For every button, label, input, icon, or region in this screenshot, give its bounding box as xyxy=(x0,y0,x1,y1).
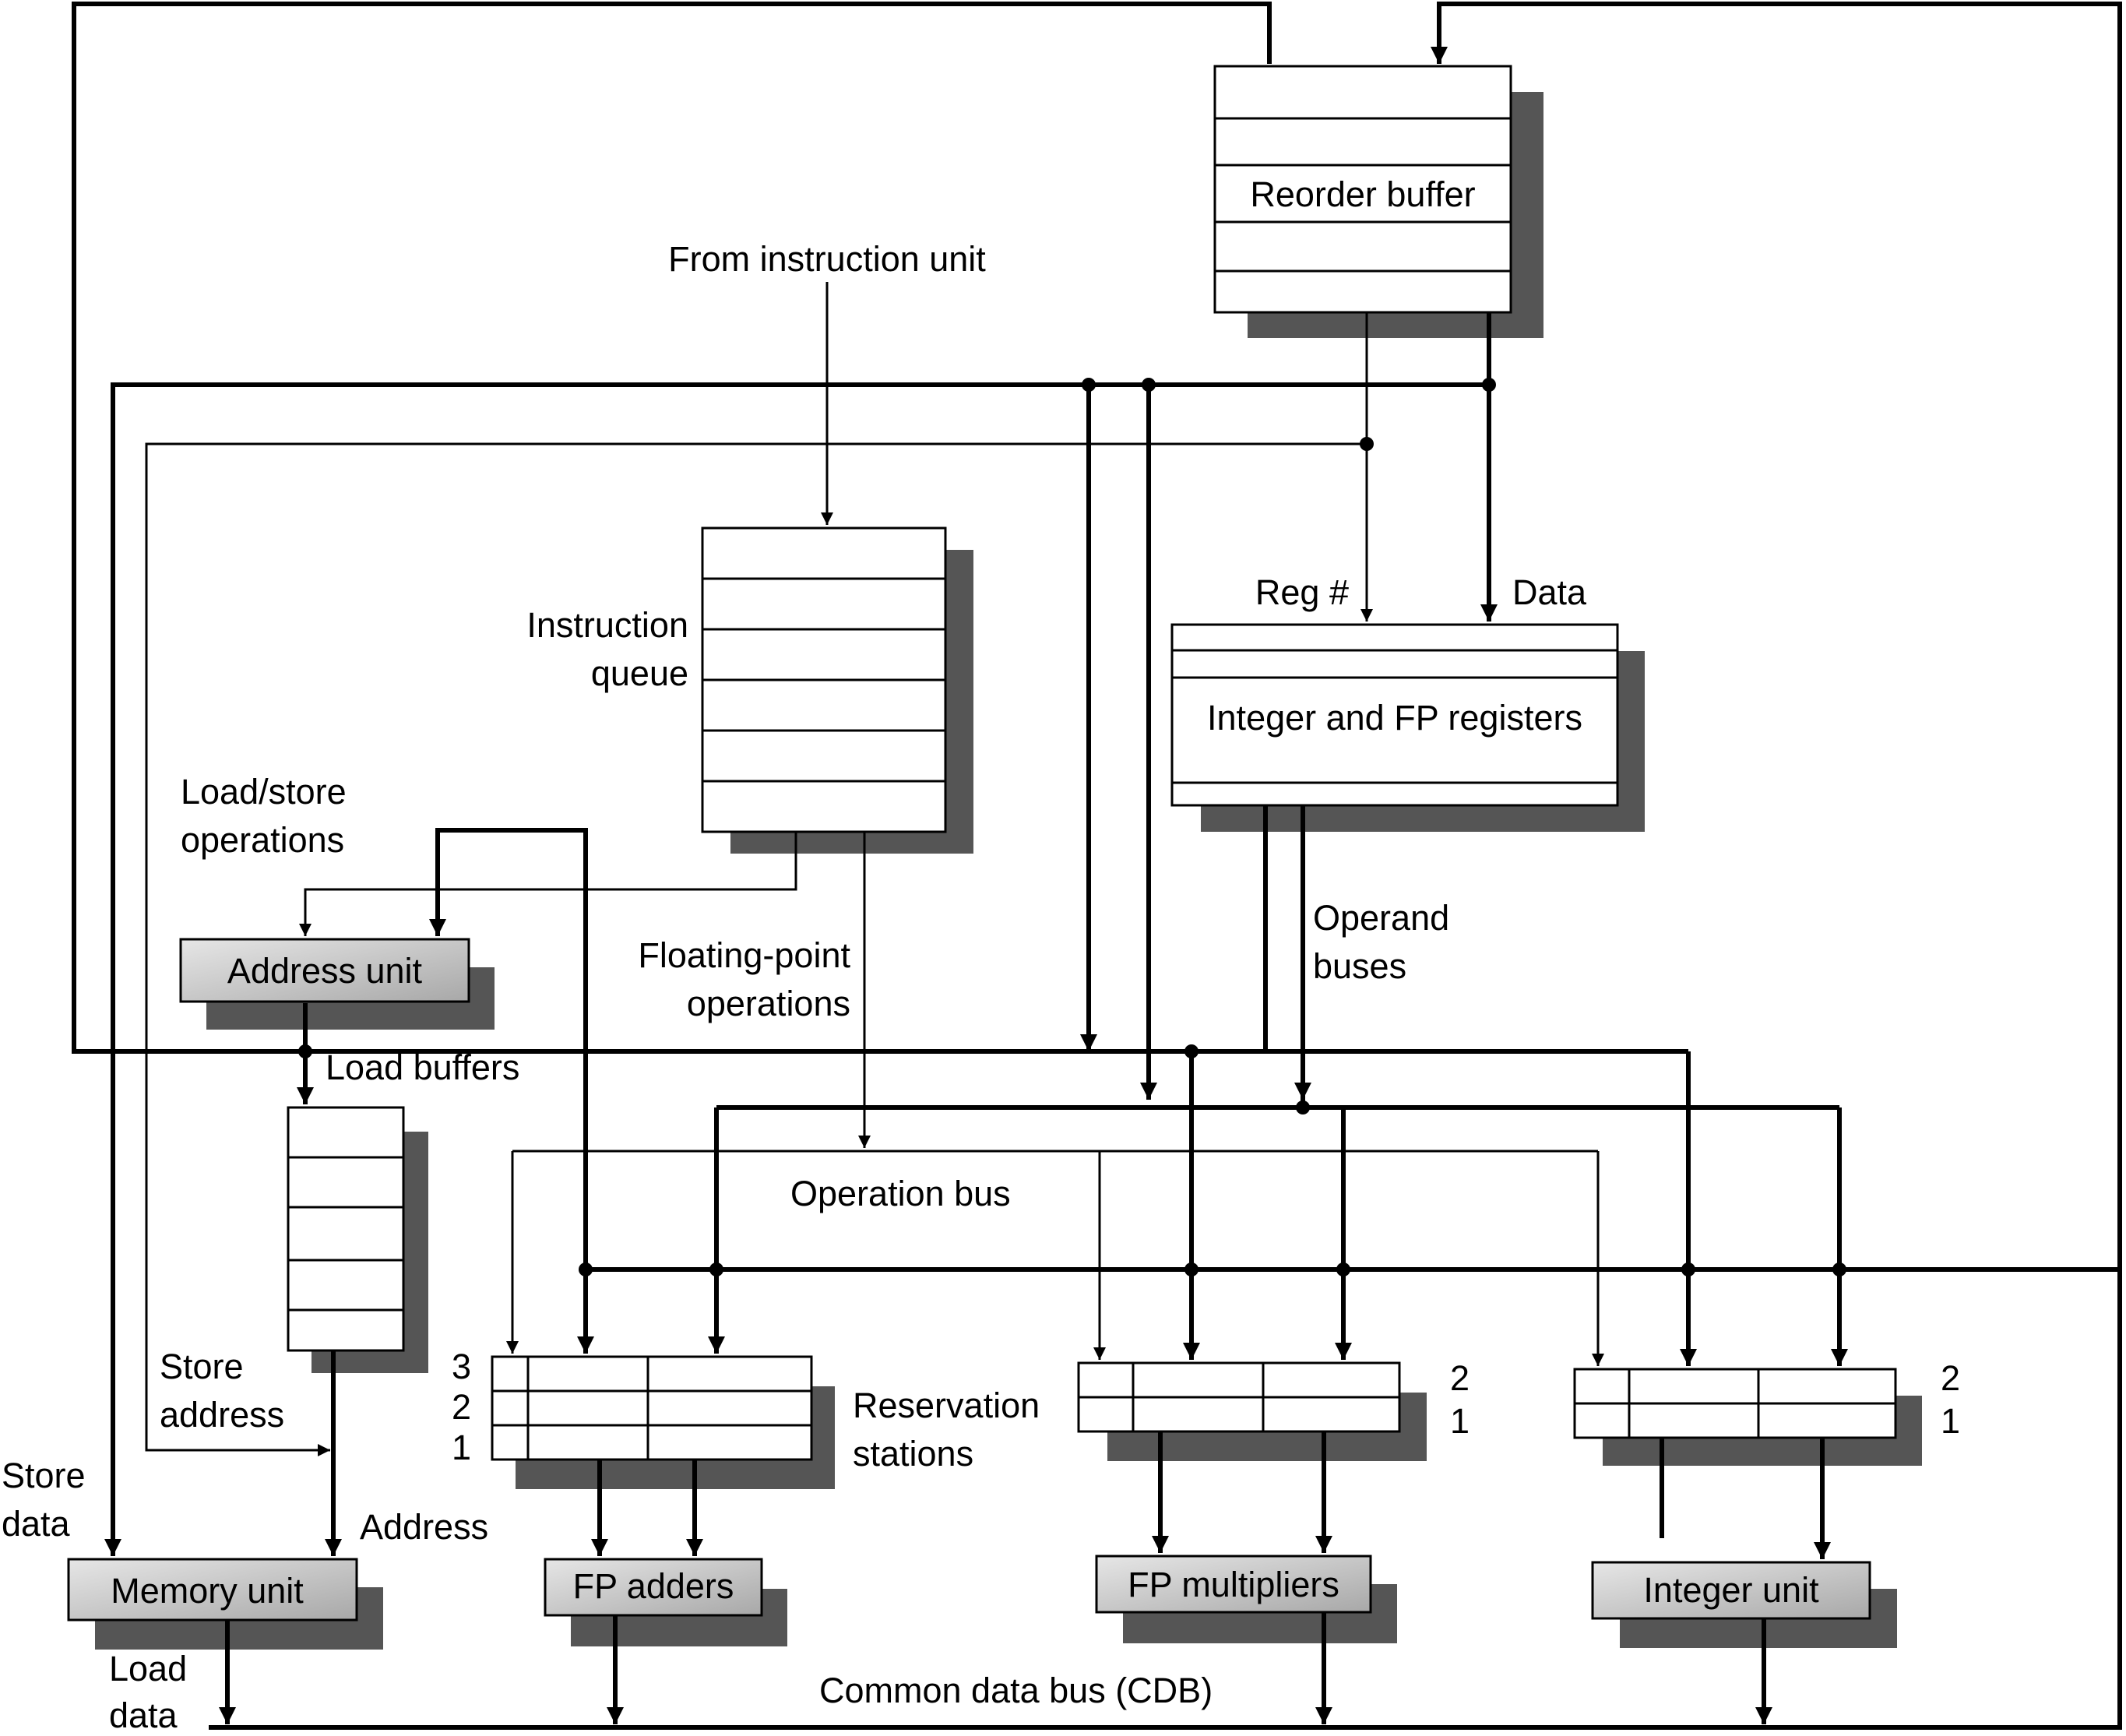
reorder-buffer-label: Reorder buffer xyxy=(1250,174,1475,214)
rs-fp-mul-num-1: 1 xyxy=(1450,1401,1470,1441)
reorder-buffer: Reorder buffer xyxy=(1213,65,1543,338)
rs-fp-adders: 3 2 1 xyxy=(452,1347,835,1489)
cdb-label: Common data bus (CDB) xyxy=(819,1671,1213,1710)
fp-ops-label-1: Floating-point xyxy=(638,935,850,975)
address-label: Address xyxy=(360,1507,488,1547)
rs-fp-mul-num-2: 2 xyxy=(1450,1358,1470,1398)
load-data-label-1: Load xyxy=(109,1649,187,1688)
rs-fp-add-num-2: 2 xyxy=(452,1387,471,1427)
reservation-stations-label-1: Reservation xyxy=(853,1386,1040,1425)
address-unit: Address unit xyxy=(179,938,495,1030)
address-unit-label: Address unit xyxy=(227,951,423,991)
thick-buses xyxy=(72,2,2122,1730)
fp-multipliers-label: FP multipliers xyxy=(1128,1565,1339,1604)
store-data-label-2: data xyxy=(2,1504,71,1544)
data-label: Data xyxy=(1512,572,1587,612)
memory-unit: Memory unit xyxy=(67,1558,383,1650)
register-file: Integer and FP registers xyxy=(1170,623,1645,832)
fp-adders: FP adders xyxy=(544,1558,787,1646)
load-buffers: Load buffers xyxy=(287,1048,519,1373)
operand-buses-label-1: Operand xyxy=(1313,898,1449,938)
reservation-stations-label-2: stations xyxy=(853,1434,973,1474)
instruction-queue-label-2: queue xyxy=(591,653,688,693)
annotations: From instruction unit Reg # Data Load/st… xyxy=(2,239,1587,1735)
store-address-label-1: Store xyxy=(160,1347,244,1386)
rs-int-num-2: 2 xyxy=(1941,1358,1960,1398)
registers-label: Integer and FP registers xyxy=(1207,698,1582,738)
reg-num-label: Reg # xyxy=(1255,572,1349,612)
rs-fp-add-num-3: 3 xyxy=(452,1347,471,1386)
thin-lines xyxy=(145,282,1604,1456)
junction-dots xyxy=(298,378,1846,1276)
fp-ops-label-2: operations xyxy=(687,984,850,1023)
instruction-queue: Instruction queue xyxy=(526,526,973,854)
integer-unit: Integer unit xyxy=(1591,1561,1897,1648)
load-store-label-1: Load/store xyxy=(181,772,347,812)
rs-integer: 2 1 xyxy=(1573,1358,1960,1466)
integer-unit-label: Integer unit xyxy=(1643,1570,1819,1610)
instruction-queue-label-1: Instruction xyxy=(526,605,688,645)
operation-bus-label: Operation bus xyxy=(790,1174,1011,1213)
rs-fp-add-num-1: 1 xyxy=(452,1428,471,1467)
memory-unit-label: Memory unit xyxy=(111,1571,304,1611)
fp-multipliers: FP multipliers xyxy=(1095,1555,1397,1643)
operand-buses-label-2: buses xyxy=(1313,946,1406,986)
rs-int-num-1: 1 xyxy=(1941,1401,1960,1441)
from-instruction-unit-label: From instruction unit xyxy=(668,239,986,279)
fp-adders-label: FP adders xyxy=(573,1566,734,1606)
load-data-label-2: data xyxy=(109,1696,178,1735)
rs-fp-multipliers: 2 1 xyxy=(1077,1358,1470,1461)
load-buffers-label: Load buffers xyxy=(326,1048,519,1087)
load-store-label-2: operations xyxy=(181,820,344,860)
store-data-label-1: Store xyxy=(2,1456,86,1495)
store-address-label-2: address xyxy=(160,1395,284,1435)
